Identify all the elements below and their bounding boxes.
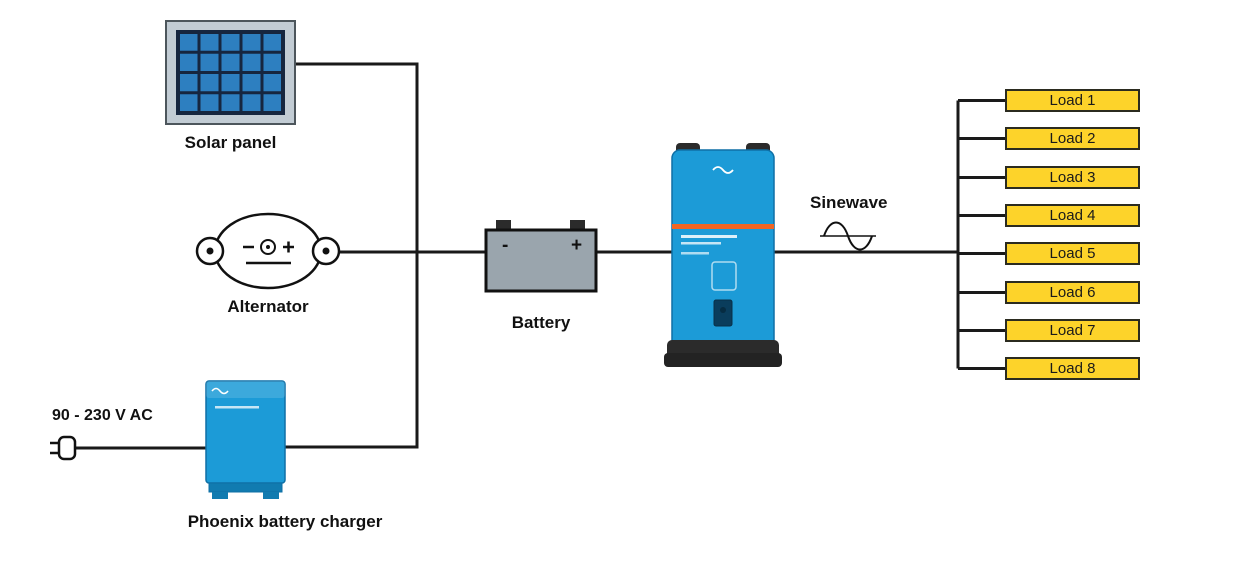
- battery-minus-terminal: -: [502, 235, 508, 256]
- load-box-6: Load 6: [1005, 281, 1140, 304]
- load-box-8: Load 8: [1005, 357, 1140, 380]
- victron-logo: [712, 166, 734, 174]
- load-box-2: Load 2: [1005, 127, 1140, 150]
- battery-icon: - +: [484, 220, 598, 293]
- victron-logo: [211, 387, 229, 395]
- ac-output-wire: [774, 99, 1005, 370]
- load-box-4: Load 4: [1005, 204, 1140, 227]
- battery-charger-label: Phoenix battery charger: [187, 512, 383, 531]
- load-box-7: Load 7: [1005, 319, 1140, 342]
- alternator-icon: [195, 212, 341, 290]
- load-box-3: Load 3: [1005, 166, 1140, 189]
- mains-plug-icon: [50, 435, 77, 461]
- sinewave-label: Sinewave: [810, 193, 888, 212]
- load-box-5: Load 5: [1005, 242, 1140, 265]
- battery-plus-terminal: +: [571, 235, 582, 256]
- inverter-icon: [664, 143, 782, 367]
- solar-panel-label: Solar panel: [184, 133, 277, 152]
- solar-panel-icon: [165, 20, 296, 125]
- battery-label: Battery: [511, 313, 571, 332]
- alternator-label: Alternator: [227, 297, 309, 316]
- load-box-1: Load 1: [1005, 89, 1140, 112]
- battery-charger-icon: [205, 380, 286, 499]
- ac-input-label: 90 - 230 V AC: [52, 407, 153, 424]
- sinewave-icon: [820, 221, 876, 251]
- dc-bus-wire: [73, 62, 672, 450]
